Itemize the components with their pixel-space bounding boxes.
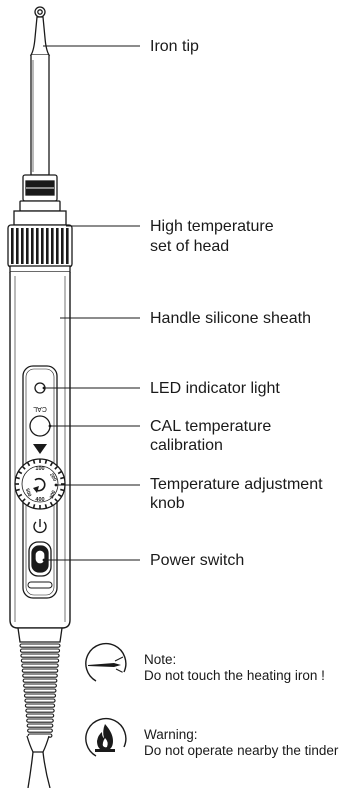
knob-mark-500: 500 bbox=[24, 488, 33, 498]
relief-ring bbox=[24, 698, 56, 703]
knob-mark-400: 400 bbox=[35, 497, 44, 503]
collar-ridge bbox=[66, 228, 69, 264]
power-switch[interactable] bbox=[27, 541, 53, 589]
heating-tube bbox=[30, 55, 50, 176]
collar-ridge bbox=[36, 228, 39, 264]
label-power-switch: Power switch bbox=[150, 552, 245, 569]
relief-ring bbox=[25, 708, 55, 713]
relief-ring bbox=[20, 653, 60, 658]
collar-ridge bbox=[21, 228, 24, 264]
knob-tooth bbox=[44, 459, 48, 464]
collar-ridge bbox=[41, 228, 44, 264]
collar-ridge bbox=[51, 228, 54, 264]
relief-ring bbox=[22, 678, 58, 683]
relief-ring bbox=[27, 728, 53, 733]
knob-mark-200: 200 bbox=[48, 472, 57, 482]
relief-ring bbox=[26, 718, 54, 723]
label-cal-line2: calibration bbox=[150, 437, 223, 454]
relief-ring bbox=[25, 713, 55, 718]
relief-ring bbox=[23, 683, 57, 688]
collar-ridge bbox=[16, 228, 19, 264]
label-handle-sheath: Handle silicone sheath bbox=[150, 310, 311, 327]
cal-button[interactable] bbox=[29, 415, 51, 437]
warning-text: Do not operate nearby the tinder bbox=[144, 743, 339, 758]
collar-ridge bbox=[11, 228, 14, 264]
power-icon bbox=[33, 519, 47, 534]
cal-mark: CAL bbox=[33, 405, 47, 412]
relief-ring bbox=[20, 658, 60, 663]
relief-ring bbox=[23, 688, 57, 693]
temperature-head bbox=[7, 210, 73, 273]
relief-ring bbox=[21, 668, 59, 673]
knob-tooth bbox=[60, 488, 65, 492]
collar-ridge bbox=[46, 228, 49, 264]
knob-tooth bbox=[17, 493, 23, 498]
relief-ring bbox=[22, 673, 58, 678]
label-cal-line1: CAL temperature bbox=[150, 418, 272, 435]
note-text: Do not touch the heating iron ! bbox=[144, 668, 325, 683]
relief-ring bbox=[23, 693, 57, 698]
knob-mark-100: 100 bbox=[35, 466, 44, 472]
knob-tooth bbox=[44, 504, 48, 509]
label-knob-line1: Temperature adjustment bbox=[150, 476, 323, 493]
temperature-knob[interactable]: 100 200 300 400 500 bbox=[14, 458, 66, 510]
knob-tooth bbox=[32, 459, 36, 464]
power-cable bbox=[27, 751, 51, 788]
knob-tooth bbox=[26, 461, 31, 467]
fire-hazard-icon bbox=[85, 717, 127, 757]
knob-tooth bbox=[49, 501, 54, 507]
knob-tooth bbox=[32, 504, 36, 509]
knob-tooth bbox=[49, 461, 54, 467]
collar-ridge bbox=[61, 228, 64, 264]
collar-ridge bbox=[31, 228, 34, 264]
knob-tooth bbox=[15, 476, 20, 480]
tube-joint bbox=[19, 174, 61, 212]
label-high-temp-line2: set of head bbox=[150, 238, 230, 255]
collar-ridge bbox=[56, 228, 59, 264]
label-high-temp-line1: High temperature bbox=[150, 218, 274, 235]
relief-ring bbox=[19, 643, 61, 648]
relief-ring bbox=[21, 663, 59, 668]
note-title: Note: bbox=[144, 652, 177, 667]
knob-tooth bbox=[17, 470, 23, 475]
knob-tooth bbox=[60, 476, 65, 480]
leader-lines bbox=[42, 45, 140, 562]
label-iron-tip: Iron tip bbox=[150, 38, 199, 55]
relief-ring bbox=[26, 723, 54, 728]
strain-relief bbox=[17, 627, 63, 753]
knob-tooth bbox=[54, 465, 59, 470]
iron-tip bbox=[29, 6, 51, 56]
collar-ridge bbox=[26, 228, 29, 264]
knob-tooth bbox=[57, 470, 63, 475]
down-triangle-icon bbox=[33, 444, 47, 454]
relief-ring bbox=[24, 703, 56, 708]
heating-iron-icon bbox=[85, 642, 127, 682]
knob-tooth bbox=[26, 501, 31, 507]
warning-title: Warning: bbox=[144, 727, 198, 742]
label-knob-line2: knob bbox=[150, 495, 185, 512]
knob-tooth bbox=[15, 488, 20, 492]
knob-tooth bbox=[21, 498, 26, 503]
knob-rotate-icon bbox=[34, 477, 46, 492]
knob-tooth bbox=[21, 465, 26, 470]
knob-tooth bbox=[57, 493, 63, 498]
label-led-light: LED indicator light bbox=[150, 380, 280, 397]
relief-ring bbox=[19, 648, 61, 653]
knob-mark-300: 300 bbox=[49, 490, 58, 500]
knob-tooth bbox=[54, 498, 59, 503]
